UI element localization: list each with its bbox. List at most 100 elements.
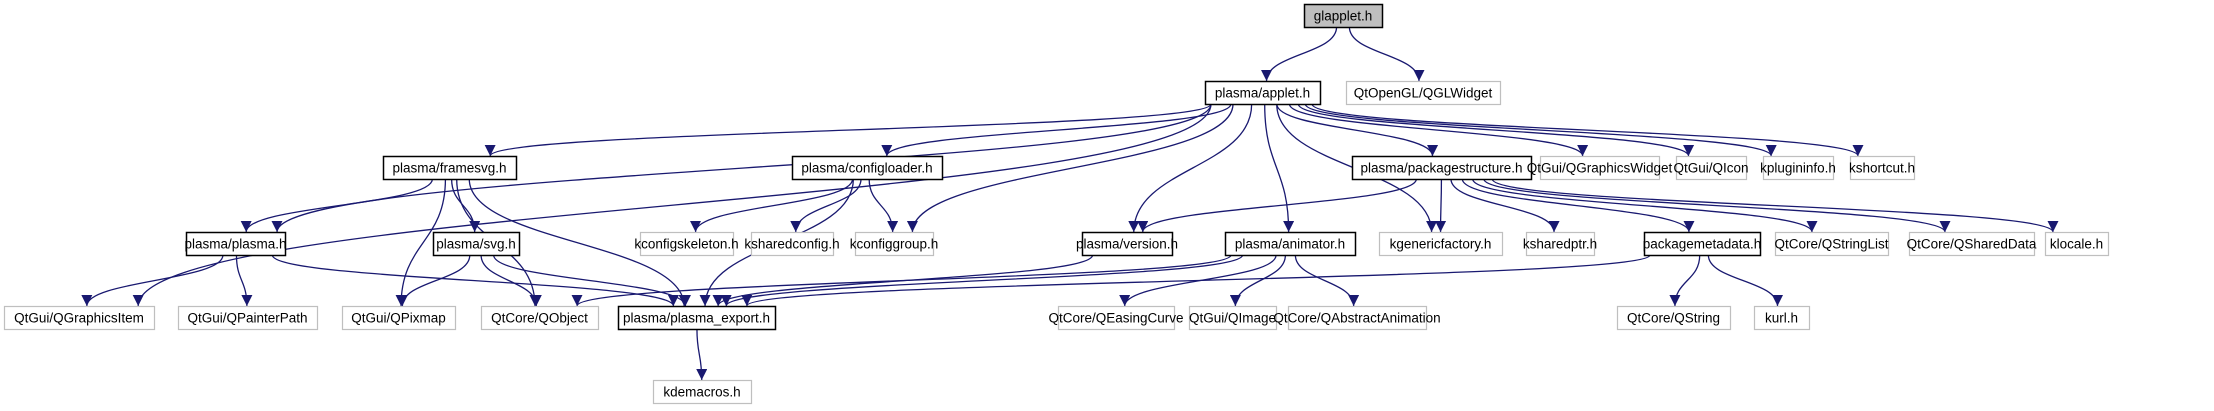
edge-applet-to-kconfiggroup	[906, 103, 1234, 233]
edge-glapplet-to-qglwidget	[1348, 26, 1425, 82]
edge-packagestructure-to-qshareddata	[1483, 178, 1951, 233]
edge-applet-to-kshortcut	[1311, 103, 1864, 157]
node-framesvg[interactable]: plasma/framesvg.h	[382, 155, 518, 181]
node-box	[1287, 305, 1428, 331]
node-kdemacros: kdemacros.h	[652, 379, 753, 405]
node-label: QtCore/QString	[1627, 311, 1720, 326]
node-qstring: QtCore/QString	[1616, 305, 1732, 331]
node-svg[interactable]: plasma/svg.h	[432, 231, 521, 257]
edge-packagestructure-to-qstringlist	[1472, 178, 1818, 233]
edge-packagemetadata-to-qstring	[1669, 254, 1701, 307]
node-label: QtGui/QIcon	[1673, 161, 1748, 176]
node-label: QtGui/QGraphicsWidget	[1527, 161, 1673, 176]
edge-packagemetadata-to-plasma_export	[741, 254, 1651, 307]
node-box	[1345, 80, 1502, 106]
edge-applet-to-qicon	[1297, 103, 1694, 157]
node-box	[1539, 155, 1661, 181]
node-label: QtGui/QPixmap	[351, 311, 446, 326]
node-packagemetadata[interactable]: packagemetadata.h	[1643, 231, 1762, 257]
edge-framesvg-to-plasma	[240, 178, 434, 233]
edge-plasma-to-qpainterpath	[235, 254, 253, 307]
edge-packagestructure-to-klocale	[1491, 178, 2059, 233]
node-box	[1753, 305, 1811, 331]
node-box	[2044, 231, 2110, 257]
node-box	[3, 305, 156, 331]
edge-svg-to-plasma_export	[492, 254, 691, 307]
node-box	[1675, 155, 1748, 181]
node-plasma[interactable]: plasma/plasma.h	[184, 231, 287, 257]
node-label: plasma/svg.h	[436, 237, 516, 252]
node-glapplet[interactable]: glapplet.h	[1303, 3, 1384, 29]
node-box	[1908, 231, 2036, 257]
edge-configloader-to-kconfigskeleton	[690, 178, 854, 233]
node-box	[177, 305, 319, 331]
node-label: QtGui/QPainterPath	[187, 311, 307, 326]
edge-configloader-to-kconfiggroup	[868, 178, 899, 233]
nodes: glapplet.h plasma/applet.h QtOpenGL/QGLWid…	[3, 3, 2110, 405]
node-box	[1762, 155, 1835, 181]
node-box	[1224, 231, 1357, 257]
node-qpixmap: QtGui/QPixmap	[341, 305, 457, 331]
edge-applet-to-framesvg	[484, 103, 1212, 157]
node-kgenericfactory: kgenericfactory.h	[1378, 231, 1504, 257]
edges	[81, 26, 2059, 381]
edge-glapplet-to-applet	[1261, 26, 1338, 82]
node-applet[interactable]: plasma/applet.h	[1204, 80, 1322, 106]
node-kplugininfo: kplugininfo.h	[1760, 155, 1836, 181]
edge-packagestructure-to-version	[1137, 178, 1417, 233]
node-ksharedconfig: ksharedconfig.h	[744, 231, 840, 257]
node-label: QtOpenGL/QGLWidget	[1354, 86, 1493, 101]
node-qglwidget: QtOpenGL/QGLWidget	[1345, 80, 1502, 106]
node-label: glapplet.h	[1314, 9, 1373, 24]
edge-applet-to-qgraphicswidget	[1288, 103, 1589, 157]
node-box	[791, 155, 944, 181]
node-box	[1525, 231, 1596, 257]
node-label: plasma/version.h	[1076, 237, 1178, 252]
node-klocale: klocale.h	[2044, 231, 2110, 257]
node-label: plasma/packagestructure.h	[1360, 161, 1522, 176]
node-packagestructure[interactable]: plasma/packagestructure.h	[1351, 155, 1533, 181]
edge-plasma_export-to-kdemacros	[696, 328, 708, 381]
node-box	[1351, 155, 1533, 181]
node-box	[480, 305, 600, 331]
edge-applet-to-animator	[1264, 103, 1295, 233]
edge-svg-to-qobject	[480, 254, 542, 307]
node-qeasingcurve: QtCore/QEasingCurve	[1048, 305, 1184, 331]
node-box	[1188, 305, 1278, 331]
node-qshareddata: QtCore/QSharedData	[1907, 231, 2037, 257]
node-box	[1303, 3, 1384, 29]
node-kconfigskeleton: kconfigskeleton.h	[634, 231, 739, 257]
node-label: ksharedconfig.h	[744, 237, 839, 252]
edge-plasma-to-qgraphicsitem	[81, 254, 224, 307]
edge-plasma-to-plasma_export	[271, 254, 679, 307]
node-box	[617, 305, 777, 331]
node-qstringlist: QtCore/QStringList	[1774, 231, 1890, 257]
node-qimage: QtGui/QImage	[1188, 305, 1278, 331]
node-box	[432, 231, 521, 257]
node-box	[1081, 231, 1174, 257]
node-label: kshortcut.h	[1849, 161, 1915, 176]
node-box	[1057, 305, 1176, 331]
edge-animator-to-qabstractanimation	[1294, 254, 1360, 307]
edge-framesvg-to-svg	[450, 178, 481, 233]
node-label: plasma/plasma_export.h	[623, 311, 770, 326]
edge-applet-to-packagestructure	[1276, 103, 1438, 157]
edge-framesvg-to-qpixmap	[395, 178, 447, 307]
node-configloader[interactable]: plasma/configloader.h	[791, 155, 944, 181]
node-version[interactable]: plasma/version.h	[1076, 231, 1178, 257]
node-animator[interactable]: plasma/animator.h	[1224, 231, 1357, 257]
edge-applet-to-configloader	[881, 103, 1232, 157]
edge-svg-to-qpixmap	[396, 254, 471, 307]
node-label: kdemacros.h	[663, 385, 740, 400]
node-qicon: QtGui/QIcon	[1673, 155, 1749, 181]
node-label: QtCore/QStringList	[1774, 237, 1888, 252]
edge-packagestructure-to-packagemetadata	[1461, 178, 1695, 233]
node-box	[1774, 231, 1890, 257]
edge-configloader-to-ksharedconfig	[790, 178, 862, 233]
node-plasma_export[interactable]: plasma/plasma_export.h	[617, 305, 777, 331]
edge-animator-to-qobject	[571, 254, 1232, 307]
node-label: kplugininfo.h	[1760, 161, 1836, 176]
node-ksharedptr: ksharedptr.h	[1523, 231, 1597, 257]
edge-applet-to-qgraphicsitem	[132, 103, 1212, 307]
